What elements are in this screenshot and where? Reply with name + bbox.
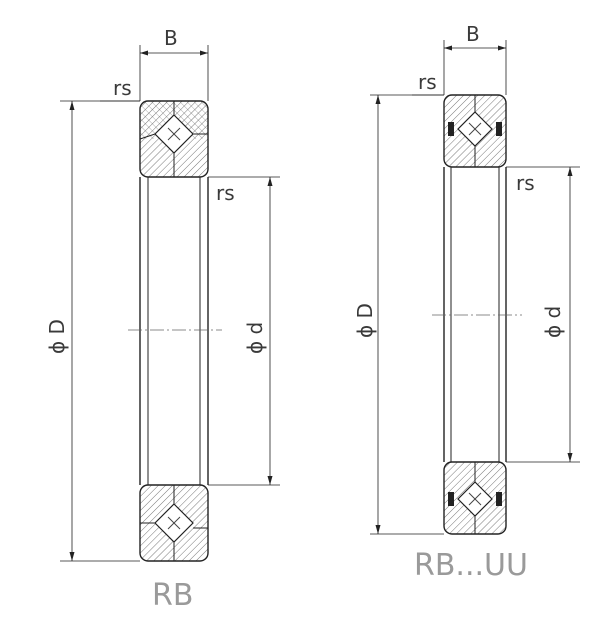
drawing-rb — [60, 45, 280, 562]
outer-diameter-label-uu: ϕ D — [353, 303, 377, 338]
top-ring-section — [139, 100, 209, 178]
inner-diameter-label: ϕ d — [243, 322, 267, 354]
width-label: B — [164, 26, 178, 50]
inner-diameter-label-uu: ϕ d — [541, 306, 565, 338]
radius-label-top-uu: rs — [418, 70, 437, 94]
caption-rb: RB — [152, 578, 193, 613]
width-label-uu: B — [466, 22, 480, 46]
caption-rb-uu: RB...UU — [414, 548, 528, 583]
top-ring-section-uu — [443, 94, 507, 168]
radius-label-side-uu: rs — [516, 171, 535, 195]
bottom-ring-section — [139, 484, 209, 562]
drawing-rb-uu — [370, 40, 580, 535]
radius-label-side: rs — [216, 181, 235, 205]
outer-diameter-label: ϕ D — [45, 319, 69, 354]
radius-label-top: rs — [113, 76, 132, 100]
bottom-ring-section-uu — [443, 461, 507, 535]
